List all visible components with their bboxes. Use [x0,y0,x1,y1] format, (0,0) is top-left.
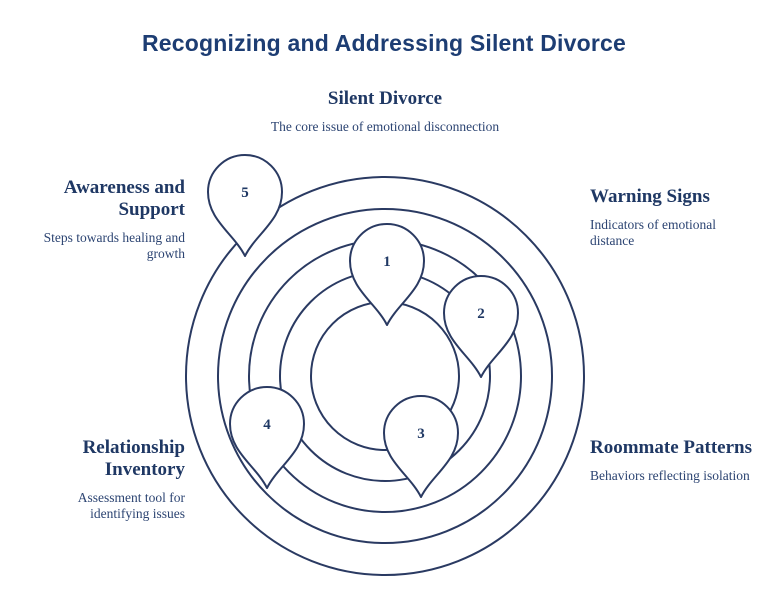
pin-1-marker-icon [349,223,425,326]
label-warning-signs-description: Indicators of emotional distance [590,216,716,249]
label-relationship-inventory-description: Assessment tool for identifying issues [77,489,185,522]
label-roommate-patterns: Roommate Patterns Behaviors reflecting i… [590,437,752,484]
label-roommate-patterns-heading: Roommate Patterns [590,437,752,458]
pin-3-number: 3 [417,426,425,442]
label-warning-signs: Warning Signs Indicators of emotional di… [590,186,755,250]
pin-2: 2 [443,275,519,378]
pin-1-number: 1 [383,254,391,270]
pin-3-marker-icon [383,395,459,498]
label-awareness-support: Awareness and Support Steps towards heal… [20,177,185,263]
concentric-rings [185,176,585,576]
label-silent-divorce-description: The core issue of emotional disconnectio… [270,118,500,134]
label-warning-signs-heading: Warning Signs [590,186,710,207]
ring-4 [217,208,553,544]
label-relationship-inventory: Relationship Inventory Assessment tool f… [20,437,185,523]
pin-2-marker-icon [443,275,519,378]
label-awareness-support-description: Steps towards healing and growth [43,229,185,262]
pin-4-number: 4 [263,417,271,433]
pin-2-number: 2 [477,306,485,322]
label-relationship-inventory-heading: Relationship Inventory [82,437,185,480]
pin-5-marker-icon [207,154,283,257]
pin-5-number: 5 [241,185,249,201]
page-title: Recognizing and Addressing Silent Divorc… [141,30,627,56]
pin-4: 4 [229,386,305,489]
pin-3: 3 [383,395,459,498]
pin-4-marker-icon [229,386,305,489]
label-silent-divorce: Silent Divorce The core issue of emotion… [269,88,501,135]
ring-5-outer [185,176,585,576]
pin-1: 1 [349,223,425,326]
label-roommate-patterns-description: Behaviors reflecting isolation [590,467,750,483]
label-silent-divorce-heading: Silent Divorce [327,88,443,109]
label-awareness-support-heading: Awareness and Support [63,177,185,220]
pin-5: 5 [207,154,283,257]
